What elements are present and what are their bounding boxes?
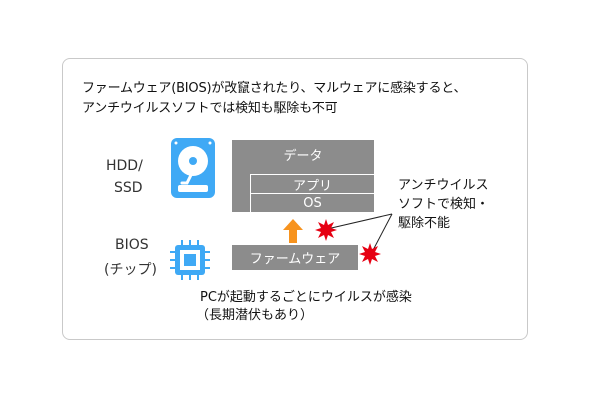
data-layer-label: データ — [283, 149, 323, 164]
app-layer-label: アプリ — [292, 178, 332, 194]
hdd-label-line-1: HDD/ — [106, 158, 143, 174]
hdd-label-line-2: SSD — [114, 180, 143, 196]
cpu-chip-icon — [170, 240, 210, 280]
callout-line-3: 駆除不能 — [398, 216, 451, 231]
os-layer-label: OS — [303, 195, 322, 211]
up-arrow-icon — [283, 219, 303, 243]
headline-line-1: ファームウェア(BIOS)が改竄されたり、マルウェアに感染すると、 — [82, 81, 467, 96]
footer-line-2: （長期潜伏もあり） — [196, 308, 314, 323]
firmware-layer-label: ファームウェア — [249, 252, 341, 267]
virus-burst-icon — [359, 243, 381, 265]
callout-line-2: ソフトで検知・ — [398, 197, 490, 212]
app-layer: アプリ — [250, 174, 374, 194]
hard-drive-icon — [171, 138, 215, 198]
virus-burst-icon — [315, 219, 337, 241]
callout-line-1: アンチウイルス — [398, 178, 489, 193]
os-layer: OS — [250, 193, 374, 212]
footer-line-1: PCが起動するごとにウイルスが感染 — [200, 290, 412, 305]
bios-label-line-1: BIOS — [115, 237, 149, 253]
headline-line-2: アンチウイルスソフトでは検知も駆除も不可 — [82, 101, 338, 116]
bios-label-line-2: (チップ) — [104, 262, 157, 278]
firmware-layer: ファームウェア — [232, 245, 358, 270]
